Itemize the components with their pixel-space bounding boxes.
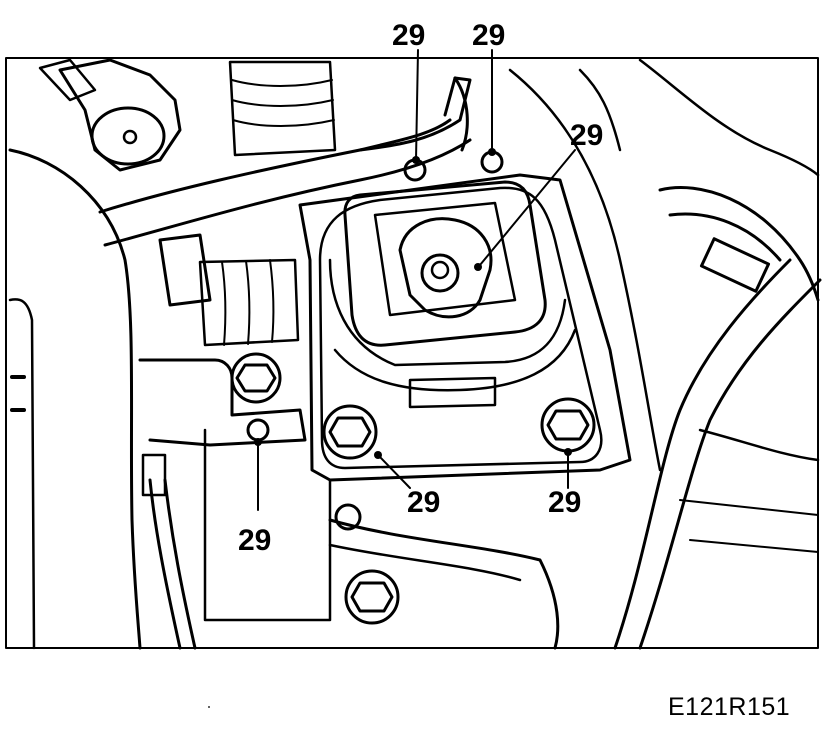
lower-arm-edge bbox=[328, 543, 522, 582]
leader-dots bbox=[254, 148, 572, 459]
rubber-mount bbox=[343, 180, 547, 347]
mount-bracket-outer bbox=[298, 173, 632, 482]
bracket-slot bbox=[408, 376, 497, 409]
sensor-body bbox=[58, 58, 182, 172]
right-body-2 bbox=[508, 68, 662, 472]
bolt-right bbox=[540, 397, 596, 453]
lower-bellows-rib-2 bbox=[245, 260, 251, 345]
callout-left-bottom: 29 bbox=[238, 524, 271, 557]
lower-left-bracket bbox=[138, 358, 307, 447]
lower-structure bbox=[203, 428, 332, 622]
right-hose-upper-2 bbox=[668, 212, 782, 262]
center-stud-collar bbox=[398, 217, 493, 319]
upper-bellows-rib-3 bbox=[232, 119, 335, 127]
stray-dot bbox=[208, 706, 210, 708]
lower-arm bbox=[328, 518, 560, 650]
lower-bellows-rib-1 bbox=[221, 261, 227, 346]
center-nut bbox=[420, 253, 460, 293]
callout-right-bottom: 29 bbox=[548, 486, 581, 519]
callout-mid-bottom: 29 bbox=[407, 486, 440, 519]
lower-bellows bbox=[198, 258, 300, 347]
right-hose-outer bbox=[638, 278, 822, 650]
lower-bellows-rib-3 bbox=[269, 259, 275, 343]
leader-mid bbox=[377, 454, 411, 489]
bolt-upper-left bbox=[230, 352, 282, 404]
hose-clip bbox=[699, 237, 771, 293]
callout-right: 29 bbox=[570, 119, 603, 152]
brake-cable bbox=[148, 478, 182, 650]
bolt-lower bbox=[344, 569, 400, 625]
upper-bellows-rib-1 bbox=[231, 79, 333, 87]
sensor-cap bbox=[90, 106, 166, 166]
brake-cable-2 bbox=[163, 478, 197, 650]
vertical-pipe bbox=[453, 76, 469, 152]
mount-bracket-inner bbox=[318, 186, 603, 470]
bolt-left bbox=[322, 404, 378, 460]
bolt-small-bottom bbox=[246, 418, 270, 442]
upper-bellows bbox=[228, 60, 337, 157]
right-hose-upper bbox=[658, 186, 820, 302]
center-nut-inner bbox=[430, 260, 450, 280]
mount-skirt-lower bbox=[333, 328, 577, 392]
main-hose-lower bbox=[103, 138, 472, 247]
rubber-mount-inner bbox=[373, 201, 517, 317]
leader-top-1 bbox=[415, 49, 419, 161]
sensor-connector bbox=[38, 58, 97, 102]
right-body bbox=[638, 58, 820, 177]
upper-bellows-rib-2 bbox=[231, 99, 334, 107]
callout-top-1: 29 bbox=[392, 19, 425, 52]
left-body-outline bbox=[8, 148, 142, 650]
left-panel bbox=[8, 298, 36, 650]
hose-clamp bbox=[158, 233, 212, 307]
leader-right bbox=[479, 149, 576, 266]
callout-top-2: 29 bbox=[472, 19, 505, 52]
reference-code: E121R151 bbox=[668, 693, 791, 721]
nut-small bbox=[334, 503, 362, 531]
right-curve-top bbox=[578, 68, 622, 152]
cable-connector bbox=[141, 453, 167, 497]
mount-skirt bbox=[328, 258, 567, 367]
right-lower-curve bbox=[698, 428, 820, 462]
sensor-hole bbox=[122, 129, 138, 145]
pipe-upper bbox=[358, 76, 472, 152]
drawing-frame bbox=[5, 57, 819, 649]
main-hose-upper bbox=[98, 118, 452, 214]
right-hose-inner bbox=[613, 258, 792, 650]
right-panel-lines bbox=[679, 499, 819, 553]
